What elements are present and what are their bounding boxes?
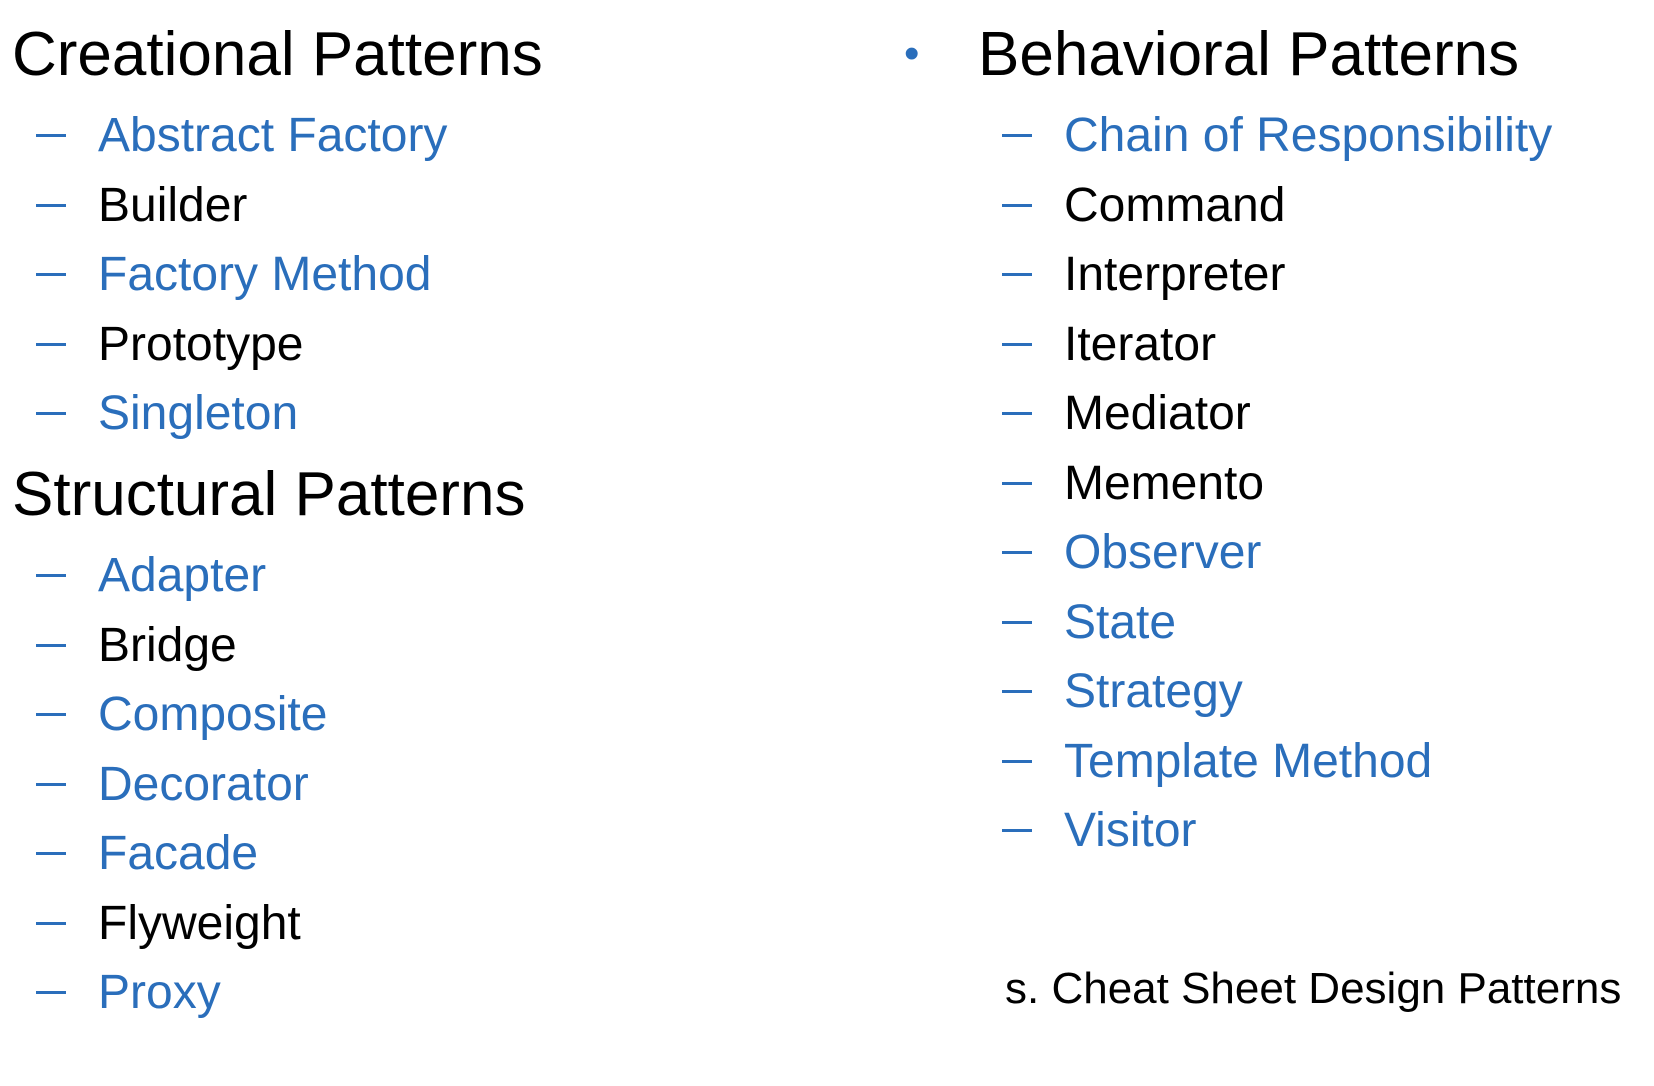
dash-icon <box>36 273 66 276</box>
dash-icon <box>1002 481 1032 485</box>
behavioral-patterns-heading: Behavioral Patterns <box>978 20 1520 89</box>
dash-icon <box>36 342 66 346</box>
bullet-icon: • <box>904 29 920 78</box>
structural-item-decorator[interactable]: Decorator <box>98 757 309 811</box>
dash-icon <box>1002 342 1032 346</box>
dash-icon <box>36 134 66 137</box>
creational-item-prototype: Prototype <box>98 317 304 371</box>
dash-icon <box>36 412 66 415</box>
behavioral-item-command: Command <box>1064 178 1286 232</box>
structural-item-adapter[interactable]: Adapter <box>98 549 267 602</box>
dash-icon <box>36 643 66 647</box>
dash-icon <box>1002 203 1032 207</box>
behavioral-item-template-method[interactable]: Template Method <box>1064 734 1433 788</box>
behavioral-item-strategy[interactable]: Strategy <box>1064 665 1243 718</box>
behavioral-item-mediator: Mediator <box>1064 387 1251 440</box>
dash-icon <box>36 782 66 786</box>
dash-icon <box>36 574 66 577</box>
behavioral-item-observer[interactable]: Observer <box>1064 526 1262 579</box>
structural-item-proxy[interactable]: Proxy <box>98 966 221 1019</box>
cheat-sheet-footnote: s. Cheat Sheet Design Patterns <box>1005 964 1622 1013</box>
structural-item-facade[interactable]: Facade <box>98 827 259 880</box>
behavioral-item-interpreter: Interpreter <box>1064 248 1286 301</box>
structural-patterns-heading: Structural Patterns <box>12 460 526 529</box>
dash-icon <box>36 991 66 994</box>
structural-item-flyweight: Flyweight <box>98 896 301 950</box>
behavioral-item-iterator: Iterator <box>1064 317 1217 371</box>
dash-icon <box>36 921 66 925</box>
dash-icon <box>1002 759 1032 763</box>
creational-item-builder: Builder <box>98 178 248 232</box>
structural-item-bridge: Bridge <box>98 618 237 672</box>
behavioral-item-chain-of-responsibility[interactable]: Chain of Responsibility <box>1064 109 1553 162</box>
creational-item-abstract-factory[interactable]: Abstract Factory <box>98 109 448 162</box>
structural-item-composite[interactable]: Composite <box>98 688 328 741</box>
dash-icon <box>36 203 66 207</box>
creational-item-singleton[interactable]: Singleton <box>98 387 299 440</box>
behavioral-item-memento: Memento <box>1064 456 1265 510</box>
dash-icon <box>1002 273 1032 276</box>
dash-icon <box>36 713 66 716</box>
dash-icon <box>1002 620 1032 624</box>
creational-patterns-heading: Creational Patterns <box>12 20 543 89</box>
dash-icon <box>36 852 66 855</box>
behavioral-item-visitor[interactable]: Visitor <box>1064 804 1197 857</box>
dash-icon <box>1002 690 1032 693</box>
creational-item-factory-method[interactable]: Factory Method <box>98 248 432 301</box>
dash-icon <box>1002 551 1032 554</box>
dash-icon <box>1002 412 1032 415</box>
dash-icon <box>1002 134 1032 137</box>
dash-icon <box>1002 829 1032 832</box>
behavioral-item-state[interactable]: State <box>1064 595 1177 649</box>
